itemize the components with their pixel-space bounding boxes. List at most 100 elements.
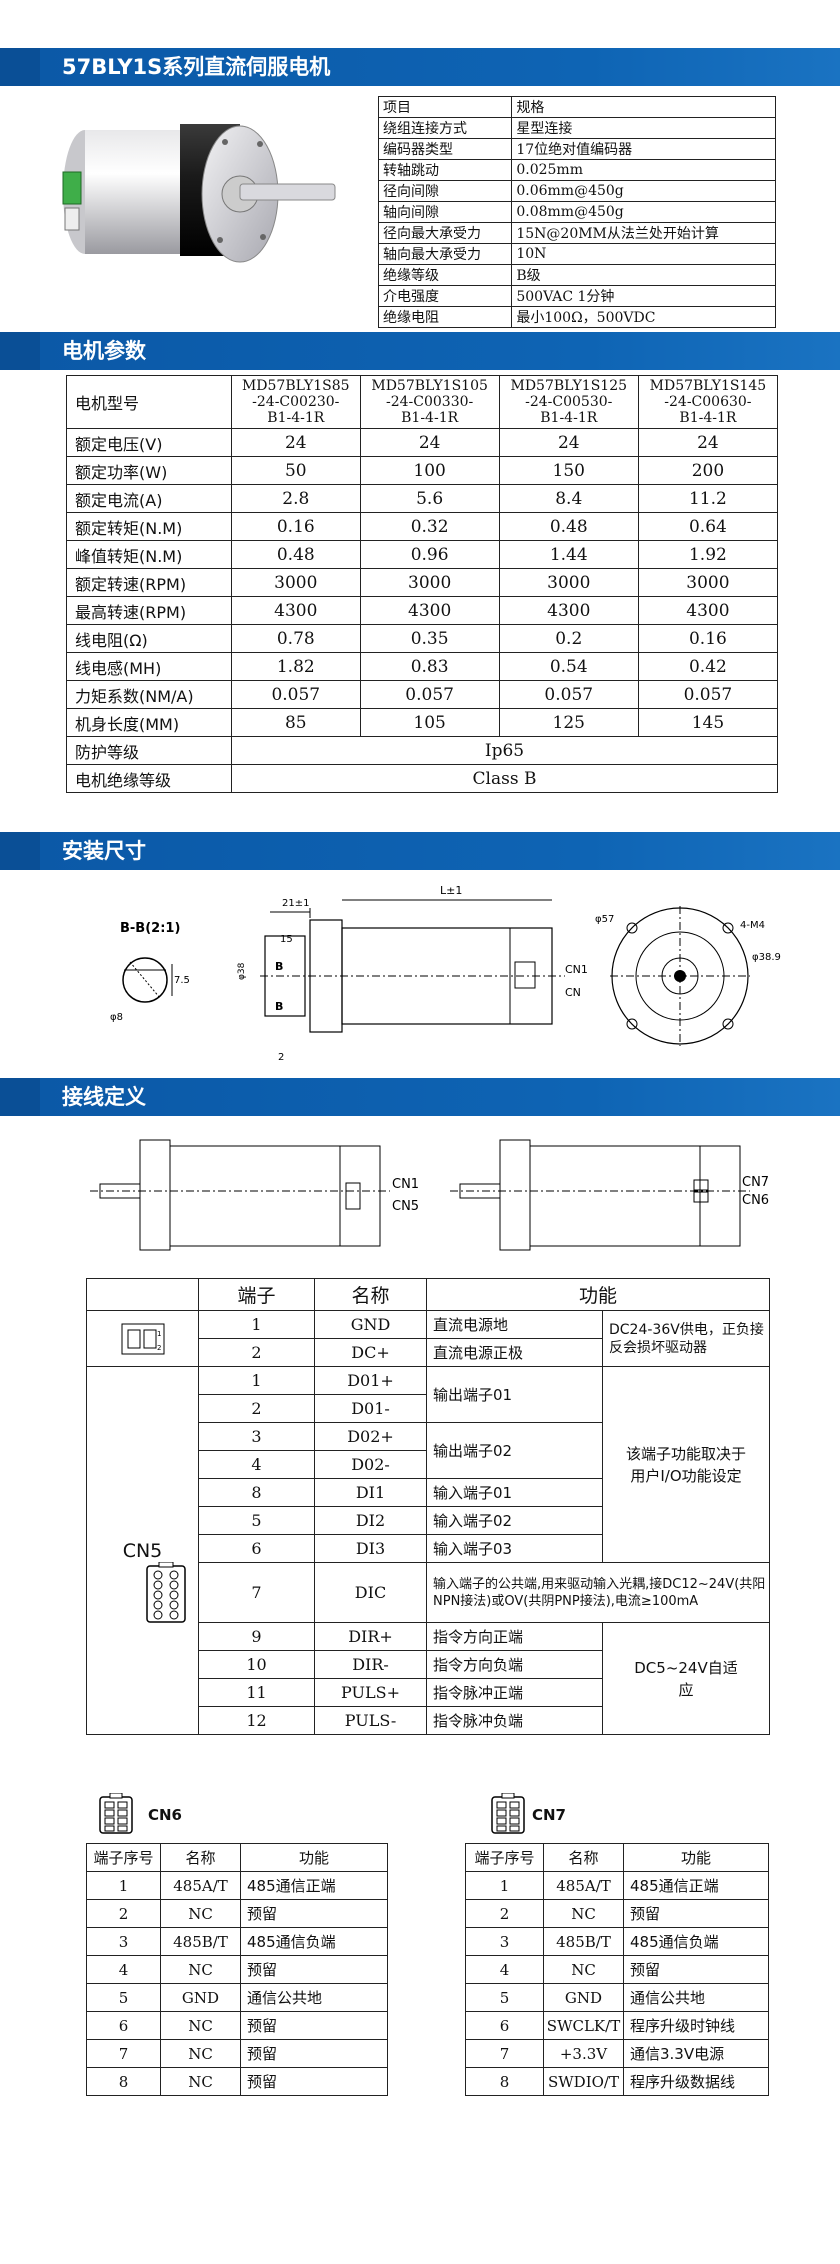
cell: 星型连接 <box>511 117 776 139</box>
cell: 输入端子02 <box>426 1506 603 1535</box>
cell: SWCLK/T <box>543 2011 624 2040</box>
cell: 0.42 <box>637 652 779 681</box>
cell: D01- <box>314 1394 427 1423</box>
cell: 直流电源地 <box>426 1310 603 1339</box>
cell: 10 <box>198 1650 315 1679</box>
cell: 编码器类型 <box>377 138 513 160</box>
cell: 4300 <box>498 596 639 625</box>
cell: 8.4 <box>498 484 639 513</box>
cell: 预留 <box>240 1955 388 1984</box>
section-label: B-B(2:1) <box>120 921 180 936</box>
cell: 预留 <box>240 2067 388 2096</box>
model-cell: MD57BLY1S125-24-C00530-B1-4-1R <box>498 375 639 429</box>
cell: 24 <box>498 428 639 457</box>
cell: 0.16 <box>231 512 361 541</box>
cell: 绝缘电阻 <box>377 306 513 328</box>
section-wiring-title: 接线定义 <box>0 1078 840 1116</box>
cell: Ip65 <box>231 736 778 765</box>
cell: 0.96 <box>359 540 500 569</box>
cell: 3000 <box>637 568 779 597</box>
cell: 通信公共地 <box>623 1983 769 2012</box>
cell: NC <box>160 2039 241 2068</box>
cell: 规格 <box>511 96 776 118</box>
cell: DI1 <box>314 1478 427 1507</box>
cell: D01+ <box>314 1366 427 1395</box>
dim-8: φ8 <box>110 1012 123 1023</box>
wiring-cn7: CN7 <box>742 1175 769 1190</box>
cell: 485B/T <box>160 1927 241 1956</box>
pin-head: 功能 <box>426 1278 770 1311</box>
cell: 3000 <box>359 568 500 597</box>
cell: 1 <box>465 1871 544 1900</box>
cn1-connector-icon: 12 <box>121 1323 164 1354</box>
cell: 0.025mm <box>511 159 776 181</box>
cell: 通信3.3V电源 <box>623 2039 769 2068</box>
cell: 85 <box>231 708 361 737</box>
dim-m4: 4-M4 <box>740 920 765 931</box>
cell: 0.48 <box>498 512 639 541</box>
wiring-drawing: CN1 CN5 CN7 CN6 <box>90 1139 769 1251</box>
cell: 额定转速(RPM) <box>66 568 232 597</box>
section-install-title: 安装尺寸 <box>0 832 840 870</box>
cell: 5 <box>198 1506 315 1535</box>
cell: 125 <box>498 708 639 737</box>
cell: GND <box>314 1310 427 1339</box>
cell: 8 <box>465 2067 544 2096</box>
cell: 200 <box>637 456 779 485</box>
cell: 0.16 <box>637 624 779 653</box>
cell: NC <box>543 1955 624 1984</box>
dim-7-5: 7.5 <box>174 975 190 986</box>
cell: 指令脉冲正端 <box>426 1678 603 1707</box>
cell: 0.32 <box>359 512 500 541</box>
cell: 0.54 <box>498 652 639 681</box>
dim-21: 21±1 <box>282 898 309 909</box>
cell: 485通信正端 <box>240 1871 388 1900</box>
cell: 预留 <box>240 2011 388 2040</box>
cell: PULS+ <box>314 1678 427 1707</box>
cell: 500VAC 1分钟 <box>511 285 776 307</box>
dim-15: 15 <box>280 934 293 945</box>
head: 端子序号 <box>86 1843 161 1872</box>
cell: 3 <box>465 1927 544 1956</box>
cell: NC <box>160 1955 241 1984</box>
cell: 0.2 <box>498 624 639 653</box>
dim-B-top: B <box>275 960 283 973</box>
cell: 通信公共地 <box>240 1983 388 2012</box>
cell: 24 <box>637 428 779 457</box>
cell: 4300 <box>637 596 779 625</box>
model-cell: MD57BLY1S145-24-C00630-B1-4-1R <box>637 375 779 429</box>
cell: 预留 <box>240 1899 388 1928</box>
cell: 径向间隙 <box>377 180 513 202</box>
cell: 力矩系数(NM/A) <box>66 680 232 709</box>
cell: 2.8 <box>231 484 361 513</box>
cell: 8 <box>86 2067 161 2096</box>
cell: GND <box>160 1983 241 2012</box>
cell: 输出端子02 <box>426 1422 603 1479</box>
cell: 11 <box>198 1678 315 1707</box>
pin-table: 端子名称功能CN1121GND直流电源地DC24-36V供电，正负接反会损坏驱动… <box>86 1278 770 1735</box>
cell: 17位绝对值编码器 <box>511 138 776 160</box>
cell: 0.35 <box>359 624 500 653</box>
cell: 预留 <box>240 2039 388 2068</box>
cell: 2 <box>198 1338 315 1367</box>
cell: 介电强度 <box>377 285 513 307</box>
section-params-title: 电机参数 <box>0 332 840 370</box>
cell: 0.057 <box>231 680 361 709</box>
cell: 485B/T <box>543 1927 624 1956</box>
cell: 最高转速(RPM) <box>66 596 232 625</box>
cell: +3.3V <box>543 2039 624 2068</box>
head: 端子序号 <box>465 1843 544 1872</box>
cn5-connector-icon <box>145 1561 186 1623</box>
cell: 指令方向负端 <box>426 1650 603 1679</box>
cell: 145 <box>637 708 779 737</box>
cell: 0.06mm@450g <box>511 180 776 202</box>
cell: 6 <box>465 2011 544 2040</box>
cell: 1 <box>198 1366 315 1395</box>
cell: 5 <box>465 1983 544 2012</box>
cell: 3000 <box>498 568 639 597</box>
cell: 4300 <box>231 596 361 625</box>
cell: PULS- <box>314 1706 427 1735</box>
cell: 绕组连接方式 <box>377 117 513 139</box>
